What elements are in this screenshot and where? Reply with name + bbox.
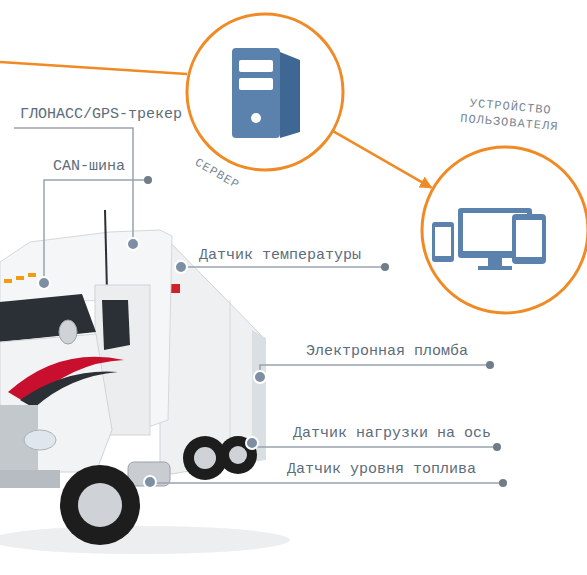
leader-end-dot [144, 176, 152, 184]
sensor-label: Датчик уровня топлива [287, 461, 476, 479]
fuel-tank [128, 462, 170, 486]
connector-line [333, 131, 431, 187]
roof-light [28, 273, 36, 277]
trailer-marking [166, 284, 180, 293]
sensor-label: ГЛОНАСС/GPS-трекер [20, 106, 182, 124]
trailer-side [160, 232, 264, 474]
wheel-rim [78, 483, 122, 527]
sensor-label: Датчик температуры [199, 247, 361, 265]
sensor-point [175, 261, 187, 273]
server-circle: СЕРВЕР [185, 12, 345, 172]
side-window [102, 300, 130, 350]
ground-shadow [0, 526, 290, 554]
roof-light [16, 276, 24, 280]
bumper [0, 470, 60, 488]
sensor-point [127, 238, 139, 250]
device-circle: УСТРОЙСТВО ПОЛЬЗОВАТЕЛЯ [420, 145, 587, 315]
wheel [183, 436, 227, 480]
data-link-line [0, 62, 187, 74]
leader-end-dot [499, 479, 507, 487]
wheel-rim [229, 446, 247, 464]
wheel [60, 465, 140, 545]
headlight [24, 430, 56, 450]
windshield [0, 294, 96, 342]
sensor-label: CAN-шина [53, 158, 125, 176]
leader-line [181, 266, 385, 268]
mirror [59, 320, 77, 344]
sensor-point [246, 437, 258, 449]
wheel [219, 436, 257, 474]
leader-line [260, 365, 490, 377]
leader-line [14, 128, 133, 244]
black-swoosh [20, 372, 118, 408]
cab-fairing [0, 230, 172, 430]
grille [0, 405, 38, 473]
sensor-point [144, 476, 156, 488]
circle-outline [420, 145, 587, 315]
trailer-panel-line [230, 300, 231, 440]
leader-line [150, 482, 503, 483]
leader-end-dot [486, 361, 494, 369]
roof-light [4, 279, 12, 283]
leader-line [252, 443, 497, 447]
sensor-point [38, 277, 50, 289]
wheel-rim [194, 447, 216, 469]
leader-line [44, 180, 148, 283]
circle-ring [422, 147, 587, 313]
antenna [105, 210, 107, 292]
red-swoosh [8, 357, 124, 404]
leader-end-dot [493, 443, 501, 451]
sensor-point [254, 371, 266, 383]
trailer-rear [252, 330, 266, 462]
sensor-label: Электронная пломба [306, 343, 468, 361]
circle-ring [187, 14, 343, 170]
leader-end-dot [381, 263, 389, 271]
node-caption: УСТРОЙСТВО ПОЛЬЗОВАТЕЛЯ [444, 93, 576, 136]
circle-outline [185, 12, 345, 172]
cab-door [95, 285, 150, 435]
sensor-label: Датчик нагрузки на ось [293, 425, 491, 443]
hood [0, 334, 112, 472]
